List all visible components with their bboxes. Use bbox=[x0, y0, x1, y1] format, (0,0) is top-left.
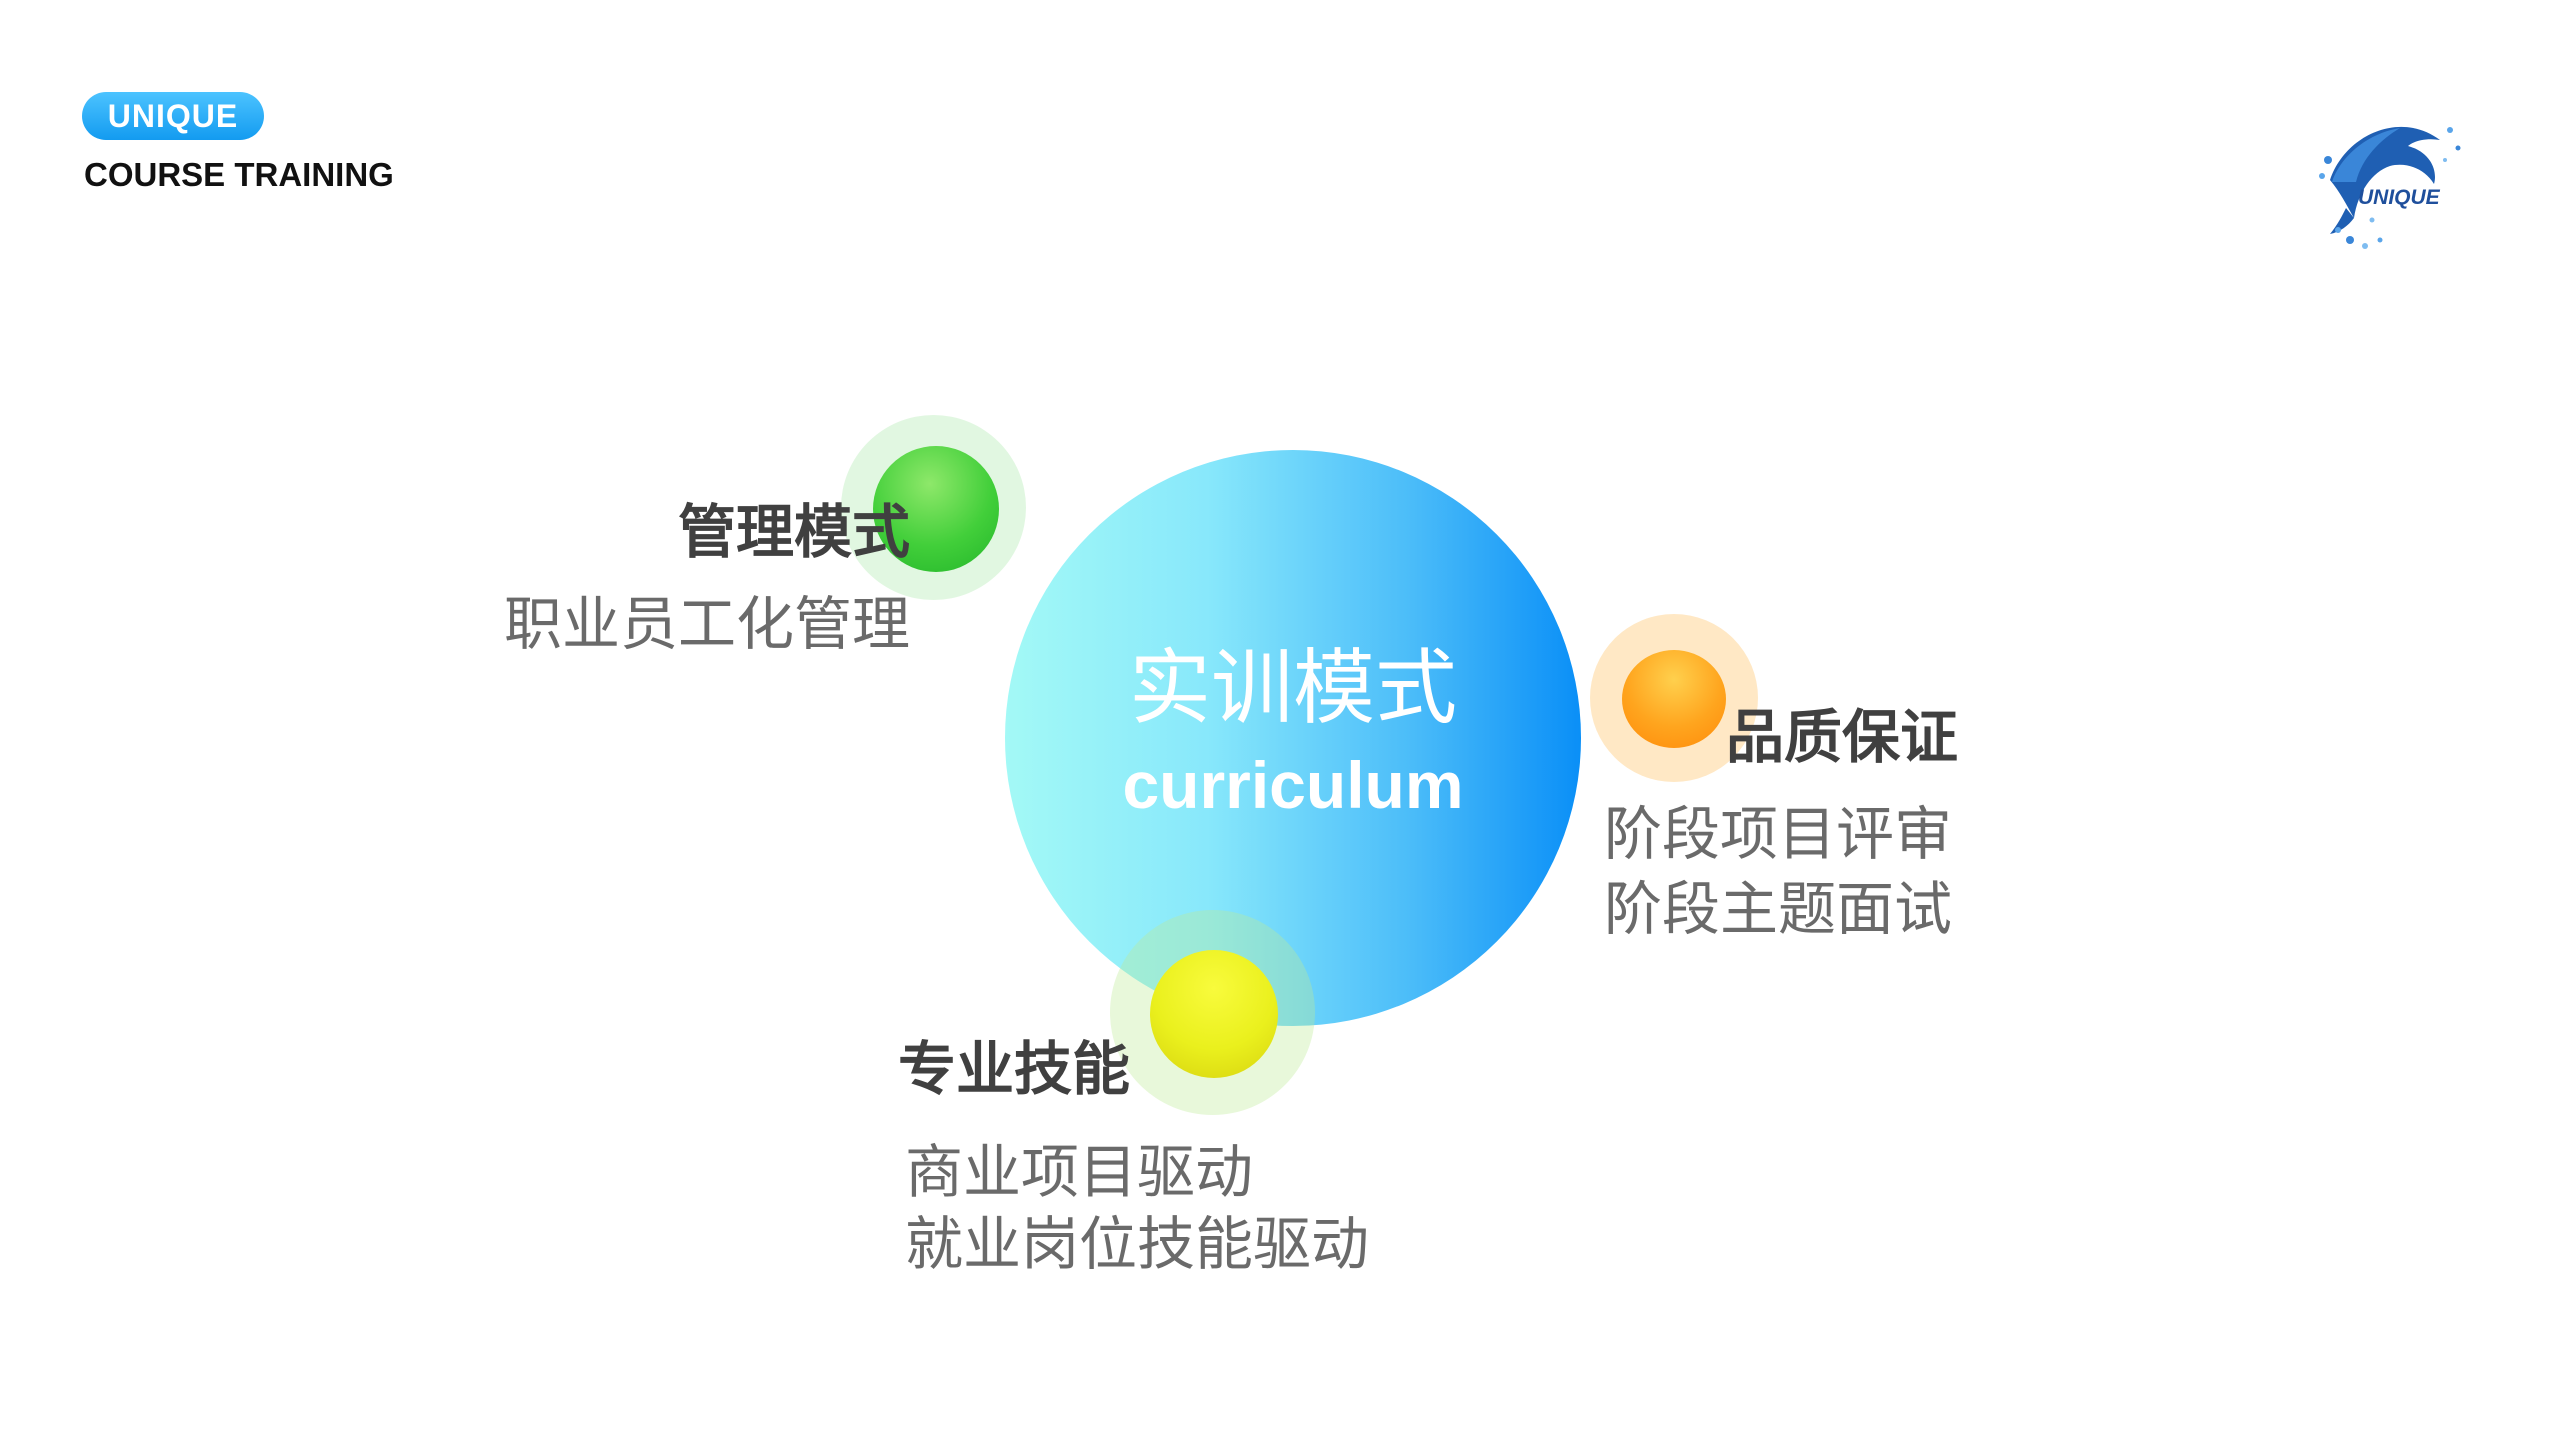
center-circle bbox=[1005, 450, 1581, 1026]
skills-dot bbox=[1150, 950, 1278, 1078]
management-line-1: 职业员工化管理 bbox=[503, 590, 910, 658]
quality-heading: 品质保证 bbox=[1726, 703, 1959, 771]
skills-heading: 专业技能 bbox=[898, 1035, 1131, 1103]
quality-dot bbox=[1622, 650, 1726, 748]
course-training-subtitle: COURSE TRAINING bbox=[84, 156, 394, 193]
quality-line-1: 阶段项目评审 bbox=[1604, 800, 1953, 868]
center-subtitle: curriculum bbox=[1122, 748, 1464, 822]
unique-logo: UNIQUE bbox=[2310, 100, 2470, 260]
dolphin-icon bbox=[2319, 126, 2461, 249]
management-dot bbox=[873, 446, 999, 572]
logo-text: UNIQUE bbox=[2358, 186, 2440, 209]
unique-badge: UNIQUE bbox=[82, 92, 264, 140]
quality-line-2: 阶段主题面试 bbox=[1604, 875, 1953, 943]
center-title: 实训模式 bbox=[1128, 641, 1457, 736]
skills-line-1: 商业项目驱动 bbox=[905, 1138, 1254, 1206]
skills-line-2: 就业岗位技能驱动 bbox=[905, 1210, 1370, 1278]
management-heading: 管理模式 bbox=[677, 498, 910, 566]
